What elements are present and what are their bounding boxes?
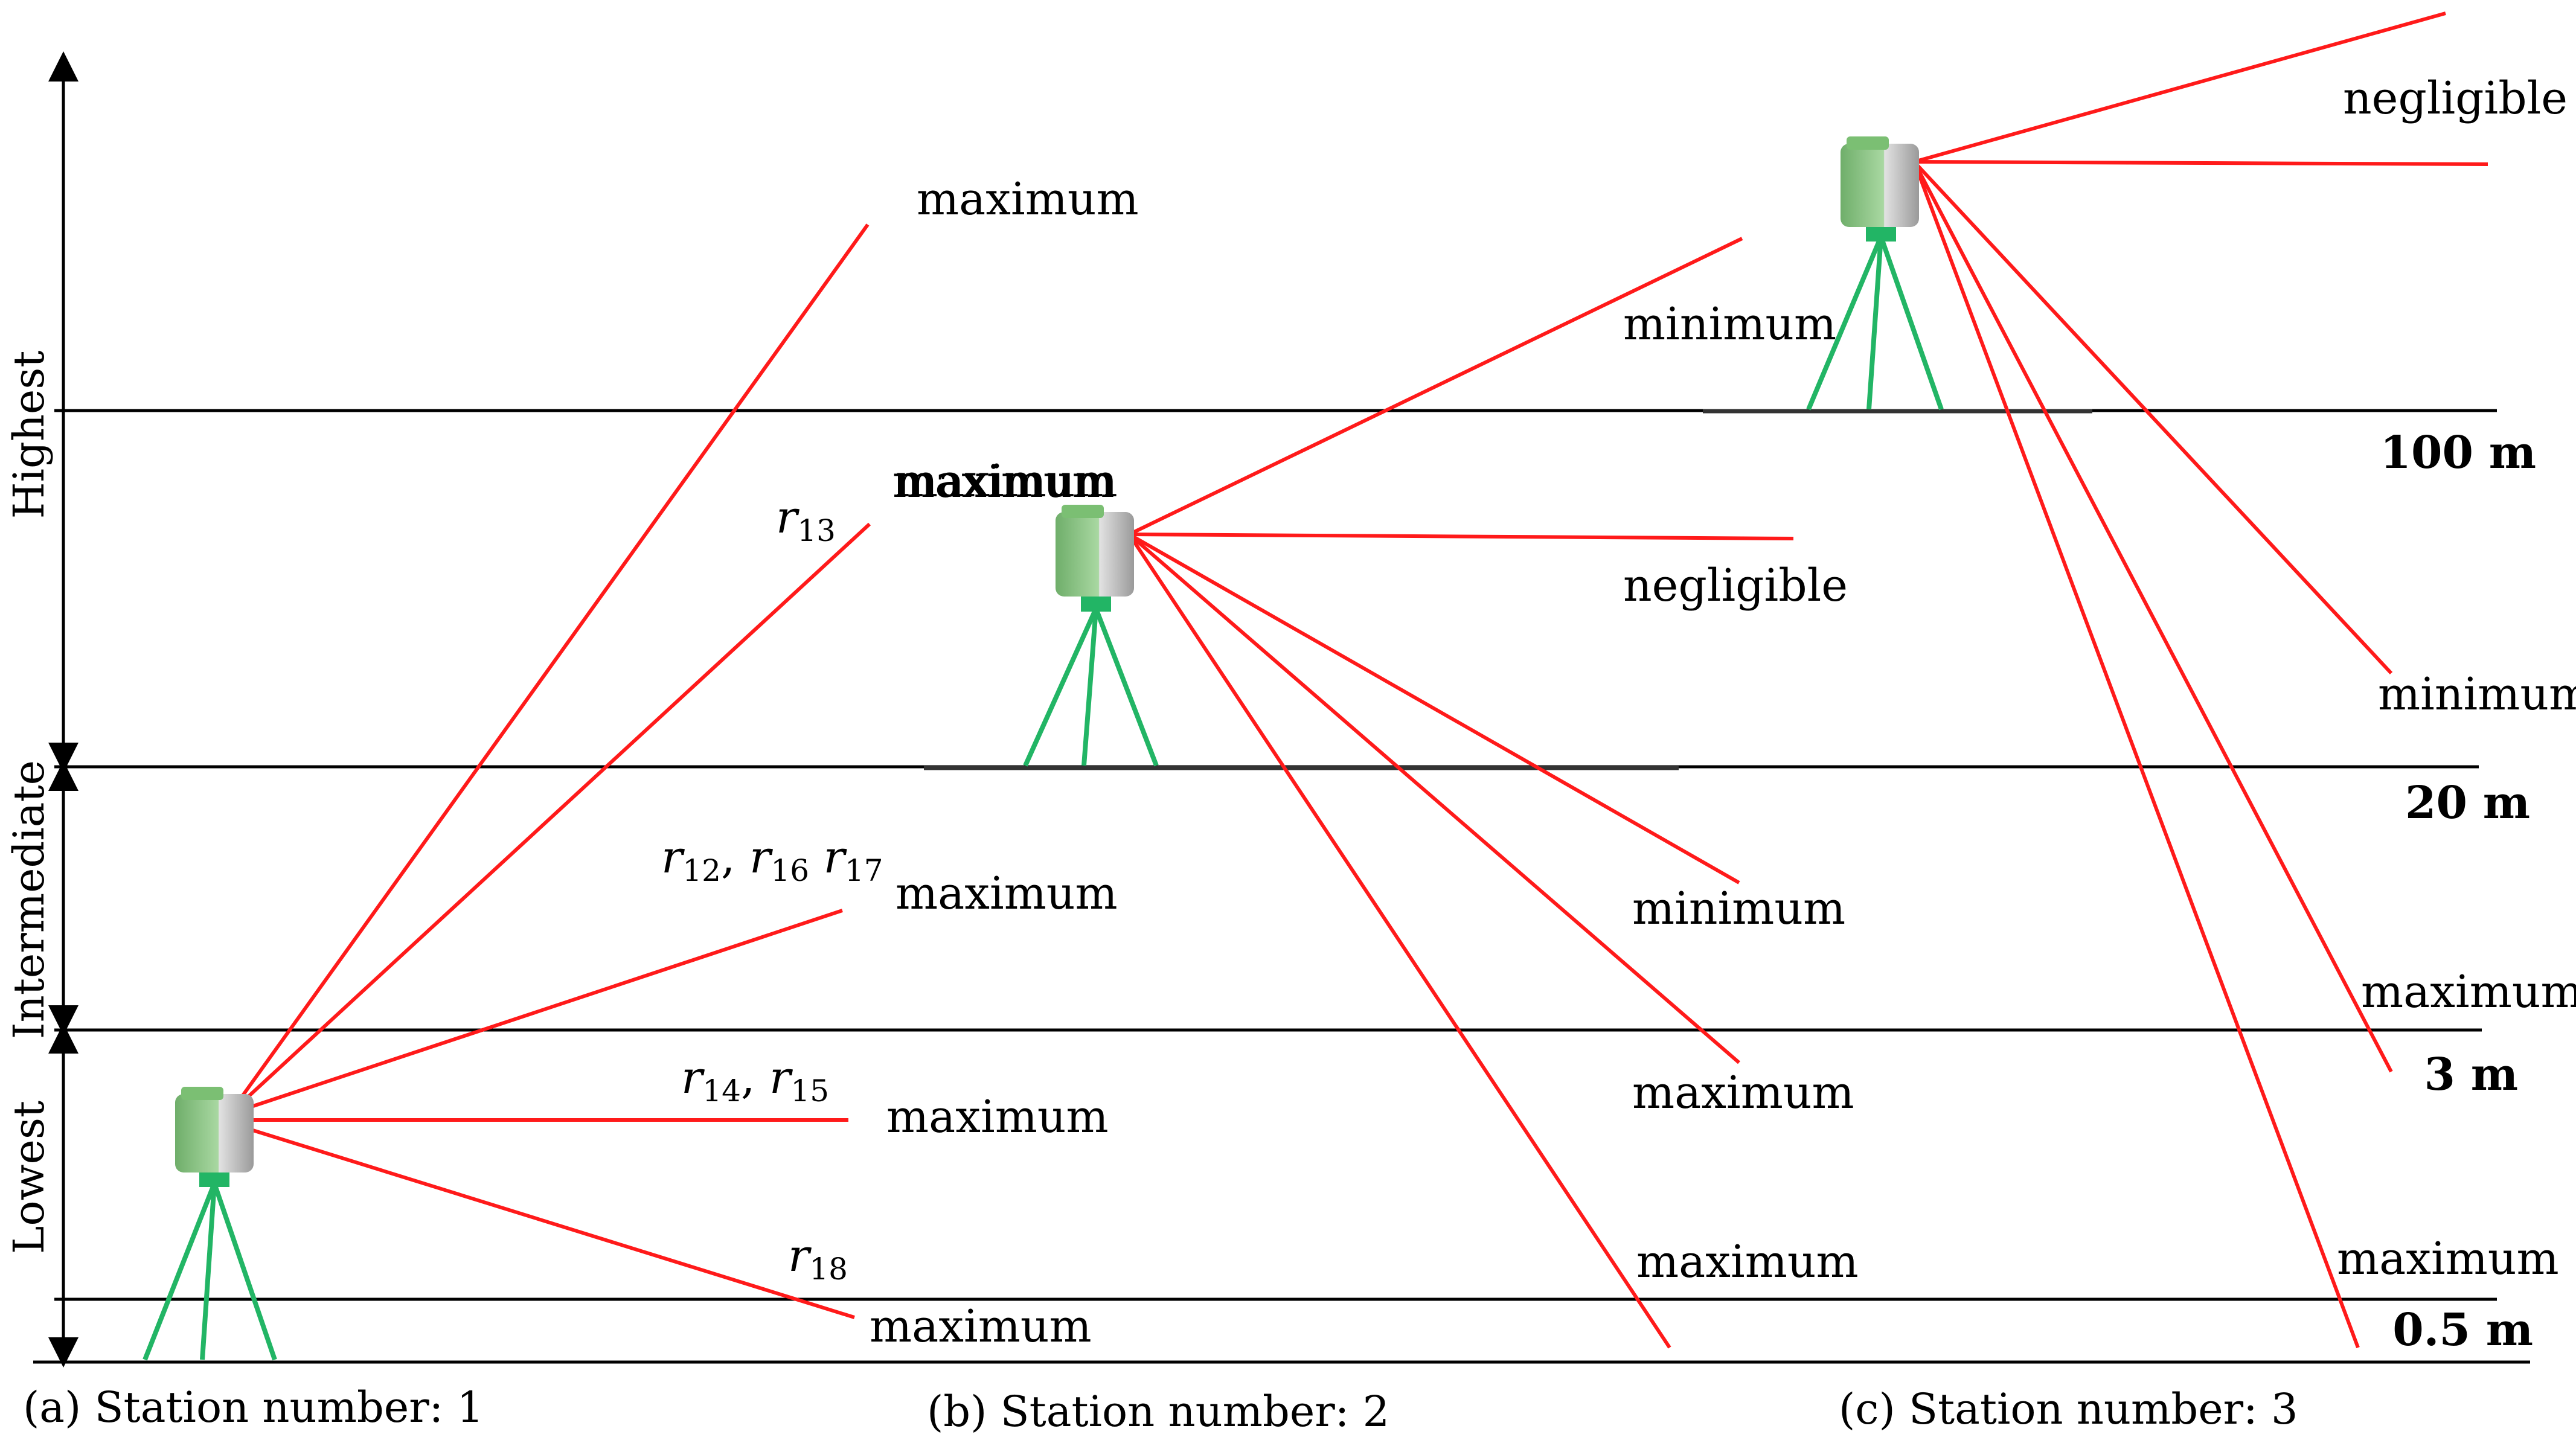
station1-tripod-leg: [143, 1182, 217, 1361]
station1-label-r18: r18: [788, 1230, 848, 1287]
level-label-100m: 100 m: [2380, 427, 2536, 479]
station1-ray-r13: [228, 223, 870, 1115]
station3-tripod-leg: [1806, 235, 1883, 411]
station3-ray: [1912, 161, 2360, 1349]
station1-tripod-leg: [212, 1182, 277, 1361]
station2-effect-label: minimum: [1632, 883, 1845, 935]
station1-effect-label: maximum: [886, 1091, 1109, 1143]
station3-effect-label: maximum: [2361, 966, 2576, 1018]
level-label-05m: 0.5 m: [2392, 1304, 2533, 1356]
station2-tripod-leg: [1081, 608, 1098, 766]
station3-ray: [1914, 11, 2446, 164]
level-lines: [33, 409, 2530, 1364]
station2-mount: [1081, 595, 1111, 612]
station2-scanner-icon: [1056, 512, 1134, 597]
caption-station-2: (b) Station number: 2: [927, 1387, 1389, 1436]
station2-effect-label: maximum: [892, 456, 1115, 508]
station2-effect-label: maximum: [1636, 1236, 1859, 1288]
station2-effect-label: negligible: [1623, 560, 1848, 612]
station1-effect-label: maximum: [917, 173, 1139, 225]
station1-label-r13: r13: [776, 491, 836, 548]
station3-ray: [1914, 160, 2488, 166]
station3-tripod-leg: [1866, 236, 1883, 410]
station1-mount: [199, 1170, 229, 1187]
station1-effect-label: maximum: [896, 455, 1118, 507]
station1-label-r14-15: r14, r15: [681, 1052, 829, 1108]
station1-effect-label: maximum: [896, 868, 1118, 920]
caption-station-1: (a) Station number: 1: [23, 1383, 484, 1432]
station2-tripod-leg: [1094, 607, 1159, 767]
station2-effect-label: maximum: [1632, 1067, 1854, 1119]
station2-ray: [1128, 533, 1740, 1064]
station1-rays: [228, 223, 871, 1319]
station3-scanner-handle: [1847, 136, 1889, 150]
station1-scanner-handle: [181, 1087, 223, 1100]
station2-rays: [1127, 237, 1794, 1349]
station1-ray-r18: [229, 1121, 855, 1319]
station3-tripod-leg: [1879, 235, 1944, 411]
station3-effect-label: maximum: [2337, 1233, 2559, 1285]
zone-label-highest: Highest: [4, 351, 54, 519]
station2-scanner: [1023, 505, 1159, 767]
station1-label-r12-16-17: r12, r16 r17: [661, 831, 883, 888]
station3-scanner: [1806, 136, 1944, 411]
station3-effect-label: minimum: [1623, 298, 1836, 350]
station3-ray: [1912, 161, 2393, 1073]
station3: negligible minimum minimum maximum maxim…: [1623, 11, 2576, 1349]
zone-label-intermediate: Intermediate: [4, 760, 54, 1039]
level-label-20m: 20 m: [2405, 777, 2530, 829]
station3-rays: [1912, 11, 2488, 1349]
caption-station-3: (c) Station number: 3: [1839, 1384, 2298, 1434]
station2: maximum negligible minimum maximum maxim…: [892, 237, 1859, 1349]
station1-ray-upper: [228, 522, 871, 1116]
station3-effect-label: minimum: [2378, 668, 2576, 720]
station2-ray: [1128, 237, 1743, 536]
station1-ray-r12-16-17: [229, 909, 843, 1116]
station2-ray: [1128, 533, 1740, 885]
station2-ray: [1129, 533, 1794, 540]
station1-scanner: [143, 1087, 277, 1361]
level-label-3m: 3 m: [2424, 1049, 2518, 1101]
zone-label-lowest: Lowest: [4, 1101, 54, 1254]
station3-ray: [1912, 160, 2393, 675]
station1-effect-label: maximum: [870, 1300, 1092, 1352]
station2-tripod-leg: [1023, 607, 1098, 767]
station1-tripod-leg: [200, 1183, 217, 1360]
station3-scanner-icon: [1841, 144, 1919, 227]
station1: r13 r12, r16 r17 r14, r15 r18 maximum ma…: [143, 173, 1139, 1361]
station2-ray: [1127, 533, 1671, 1349]
station1-scanner-icon: [175, 1094, 254, 1172]
station2-scanner-handle: [1062, 505, 1104, 518]
station3-effect-label: negligible: [2343, 72, 2568, 124]
